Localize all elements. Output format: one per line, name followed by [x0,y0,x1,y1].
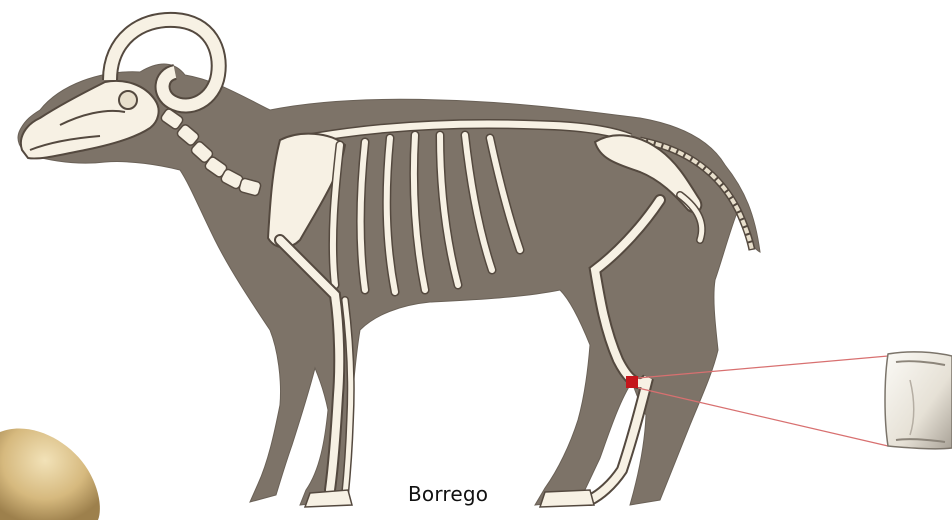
bone-fragment-photo [885,352,952,449]
stone-ball-image [0,428,100,520]
highlighted-bone-marker [626,376,638,388]
animal-caption: Borrego [408,482,488,506]
